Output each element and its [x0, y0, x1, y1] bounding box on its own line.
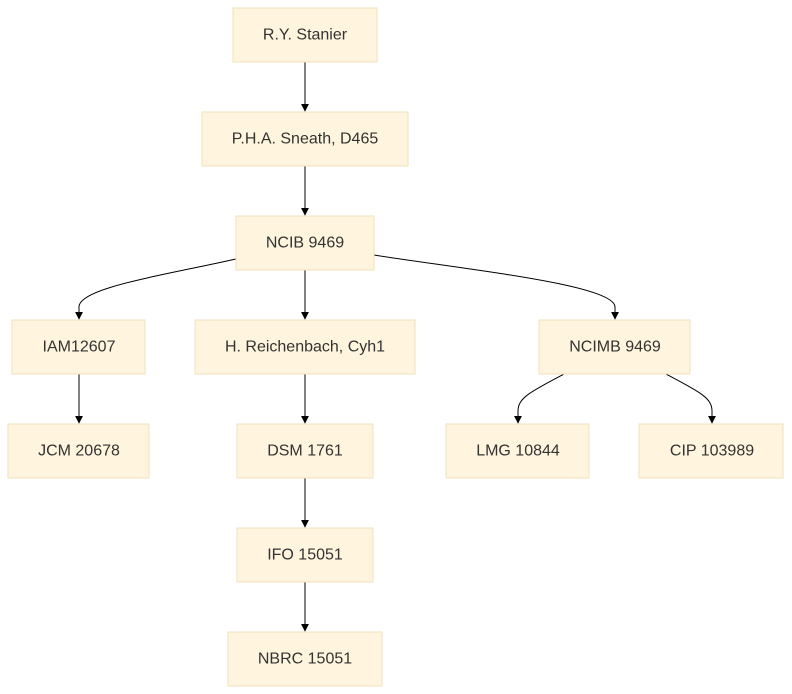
node-label: NBRC 15051	[258, 651, 352, 668]
node-cip: CIP 103989	[638, 423, 784, 479]
node-label: CIP 103989	[670, 443, 754, 460]
node-label: IAM12607	[43, 339, 116, 356]
node-iam: IAM12607	[11, 319, 146, 375]
node-ncimb: NCIMB 9469	[538, 319, 691, 375]
edge-ncib-ncimb	[373, 254, 619, 320]
node-box	[201, 111, 409, 167]
node-label: R.Y. Stanier	[263, 27, 348, 44]
node-ifo: IFO 15051	[236, 527, 374, 583]
node-box	[236, 423, 374, 479]
node-label: DSM 1761	[267, 443, 343, 460]
node-stanier: R.Y. Stanier	[232, 7, 378, 63]
node-label: P.H.A. Sneath, D465	[232, 131, 379, 148]
node-nbrc: NBRC 15051	[227, 631, 383, 687]
node-jcm: JCM 20678	[7, 423, 150, 479]
node-sneath: P.H.A. Sneath, D465	[201, 111, 409, 167]
node-ncib: NCIB 9469	[235, 215, 375, 271]
node-box	[11, 319, 146, 375]
node-reichenbach: H. Reichenbach, Cyh1	[194, 319, 416, 375]
edges	[75, 62, 716, 632]
node-box	[194, 319, 416, 375]
node-box	[227, 631, 383, 687]
node-box	[538, 319, 691, 375]
edge-ncib-iam	[75, 258, 237, 320]
node-box	[445, 423, 590, 479]
node-label: H. Reichenbach, Cyh1	[225, 339, 385, 356]
nodes: R.Y. Stanier P.H.A. Sneath, D465 NCIB 94…	[7, 7, 784, 687]
node-label: NCIMB 9469	[569, 339, 661, 356]
node-box	[235, 215, 375, 271]
node-box	[638, 423, 784, 479]
node-box	[232, 7, 378, 63]
node-box	[236, 527, 374, 583]
node-dsm: DSM 1761	[236, 423, 374, 479]
node-label: IFO 15051	[267, 547, 343, 564]
edge-ncimb-lmg	[514, 373, 565, 424]
edge-ncimb-cip	[665, 373, 716, 424]
node-label: NCIB 9469	[266, 235, 344, 252]
node-label: JCM 20678	[38, 443, 120, 460]
node-box	[7, 423, 150, 479]
node-lmg: LMG 10844	[445, 423, 590, 479]
node-label: LMG 10844	[476, 443, 560, 460]
